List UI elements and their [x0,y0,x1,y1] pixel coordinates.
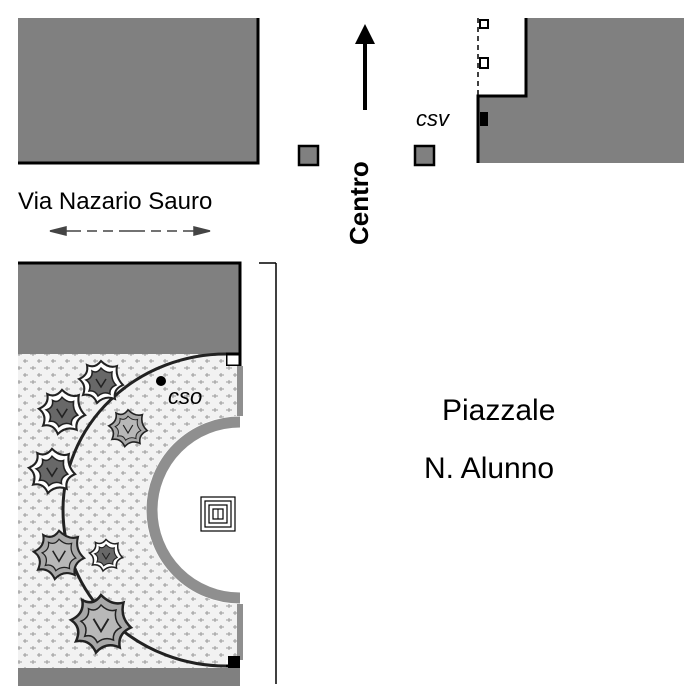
bollard [480,112,488,126]
sensor-label-csv: csv [416,106,449,131]
garden-boundary [61,352,227,668]
arrow-up-icon [355,24,375,110]
street-name: Via Nazario Sauro [18,188,213,215]
bollard [479,19,489,29]
square-name-line1: Piazzale [442,394,556,427]
traffic-marker [297,144,320,167]
sensor-label-cso: cso [168,384,203,409]
fountain-icon [200,496,236,532]
building-bottom-strip [18,668,240,686]
building-top-left [18,18,258,163]
direction-label: Centro [344,161,374,245]
garden-area [18,354,240,668]
garden-path [146,416,241,604]
building-top-left-outline [18,18,260,165]
sensor-dot-icon [156,376,166,386]
building-top-right [478,18,684,163]
corner-post [228,656,240,668]
building-top-right-outline [476,18,528,163]
bollard [479,57,489,69]
building-bottom-left [18,263,240,354]
double-arrow-icon [49,226,211,236]
traffic-marker [413,144,436,167]
square-name-line2: N. Alunno [424,452,555,485]
